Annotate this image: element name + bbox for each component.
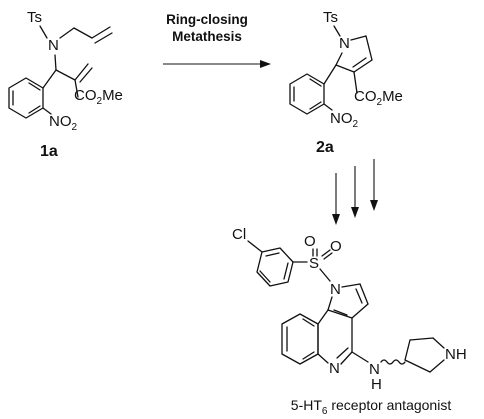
target-pyrrole-double	[355, 288, 363, 304]
multistep-arrows	[332, 159, 378, 225]
target-pyrrolidine-nh-label: NH	[445, 346, 467, 363]
product-2a: Ts N CO2Me NO2 2a	[289, 9, 403, 156]
target-chlorophenyl-double-2	[283, 262, 289, 280]
1a-tosyl-label: Ts	[27, 9, 42, 26]
target-pyrrolidine-bond-1	[404, 339, 411, 361]
2a-benzene-double-3	[309, 101, 322, 110]
1a-benzene-double-3	[28, 105, 41, 114]
2a-ester-bond	[353, 71, 358, 94]
compound-label-2a: 2a	[316, 139, 334, 156]
target-pyrrole-bond-n-c2	[341, 283, 361, 288]
target-amine-n-label: N	[369, 361, 380, 378]
target-sulfonyl-oxygen-2: O	[330, 238, 342, 255]
2a-nitrogen-label: N	[339, 35, 350, 52]
1a-nitro-bond	[42, 107, 52, 115]
2a-ring-bond-ch-n	[335, 52, 343, 66]
2a-ring-bond-ch-c	[353, 59, 373, 73]
1a-ch-aryl-bond	[42, 69, 57, 89]
target-pyrrole-bond-c2-c3	[359, 283, 369, 305]
2a-ester-label: CO2Me	[354, 88, 403, 108]
2a-nitro-bond	[323, 103, 333, 111]
target-quinoline-bond-c-n	[317, 353, 329, 364]
target-wavy-bond	[380, 359, 406, 365]
target-s-n-bond	[319, 268, 331, 282]
1a-n-ch-bond	[54, 54, 57, 71]
2a-ring-bond-ch2-ch	[365, 35, 373, 61]
1a-ester-bond	[74, 79, 79, 98]
1a-allyl-vinyl-double	[94, 32, 113, 44]
2a-ts-n-bond	[333, 25, 341, 37]
target-c4-nh-bond	[351, 351, 369, 363]
target-pyrrole-bond-c3a-c9b	[327, 309, 353, 319]
reaction-arrow: Ring-closing Metathesis	[163, 12, 271, 68]
2a-ring-double-bond	[352, 57, 367, 68]
target-benzo-double-3	[302, 351, 315, 360]
target-so-double-2b	[323, 252, 333, 260]
1a-methylene-bond	[74, 63, 89, 81]
target-so-double-2a	[321, 249, 331, 257]
target-pyrrolidine-bond-2	[409, 337, 434, 341]
target-chlorophenyl-double-1	[265, 252, 280, 257]
2a-benzene-double-2	[309, 78, 322, 87]
1a-allyl-vinyl-bond	[91, 26, 111, 39]
target-pyrrole-bond-c9b-n	[327, 296, 333, 311]
target-cl-bond	[247, 240, 263, 253]
target-sulfur-label: S	[309, 255, 319, 272]
target-pyrrolidine-bond-4	[429, 359, 445, 373]
reaction-condition-line-2: Metathesis	[172, 29, 242, 44]
1a-benzene-double-2	[28, 82, 41, 91]
1a-allyl-bond-1	[59, 27, 75, 39]
target-amine-h-label: H	[371, 376, 382, 393]
target-pyrrole-nitrogen: N	[330, 281, 341, 298]
target-caption: 5-HT6 receptor antagonist	[291, 397, 452, 417]
1a-nitrogen-label: N	[48, 37, 59, 54]
2a-ring-bond-c-ch	[335, 64, 355, 73]
target-pyrrolidine-bond-5	[404, 359, 431, 373]
1a-ts-n-bond	[39, 25, 48, 39]
target-benzo-ring	[281, 313, 319, 365]
target-benzo-double-2	[302, 318, 315, 327]
target-pyrrole-inner-double	[333, 309, 348, 316]
multistep-arrowhead-1	[332, 214, 340, 225]
2a-ch-aryl-bond	[323, 64, 337, 85]
multistep-arrowhead-3	[370, 200, 378, 211]
1a-allyl-bond-2	[73, 27, 93, 39]
2a-tosyl-label: Ts	[323, 9, 338, 26]
compound-label-1a: 1a	[40, 143, 58, 160]
target-sulfonyl-oxygen-1: O	[304, 233, 316, 250]
target-quinoline-cn-double	[336, 347, 349, 359]
multistep-arrowhead-2	[351, 207, 359, 218]
2a-benzene-ring	[289, 73, 325, 115]
target-antagonist-structure: Cl S O O N N	[232, 226, 467, 393]
1a-nitro-label: NO2	[49, 113, 78, 133]
target-quinoline-bond-n-c4	[340, 351, 353, 365]
reaction-arrowhead	[260, 60, 271, 68]
target-pyrrolidine-bond-3	[432, 337, 445, 349]
target-pyrrole-bond-c3-c3a	[351, 303, 369, 319]
target-quinoline-nitrogen: N	[329, 360, 340, 377]
1a-ester-label: CO2Me	[74, 87, 123, 107]
reaction-condition-line-1: Ring-closing	[166, 12, 248, 27]
target-quinoline-bond-1	[317, 309, 329, 325]
starting-material-1a: Ts N CO2Me NO2 1a	[8, 9, 123, 160]
1a-ch-alkene-bond	[55, 69, 76, 81]
2a-nitro-label: NO2	[330, 110, 359, 130]
target-chlorophenyl-ring	[256, 247, 294, 287]
2a-ring-bond-n-ch2	[350, 35, 367, 41]
1a-benzene-ring	[8, 77, 44, 119]
target-chlorophenyl-double-3	[259, 270, 271, 283]
1a-methylene-double	[79, 67, 93, 83]
target-chlorine-label: Cl	[232, 226, 246, 243]
